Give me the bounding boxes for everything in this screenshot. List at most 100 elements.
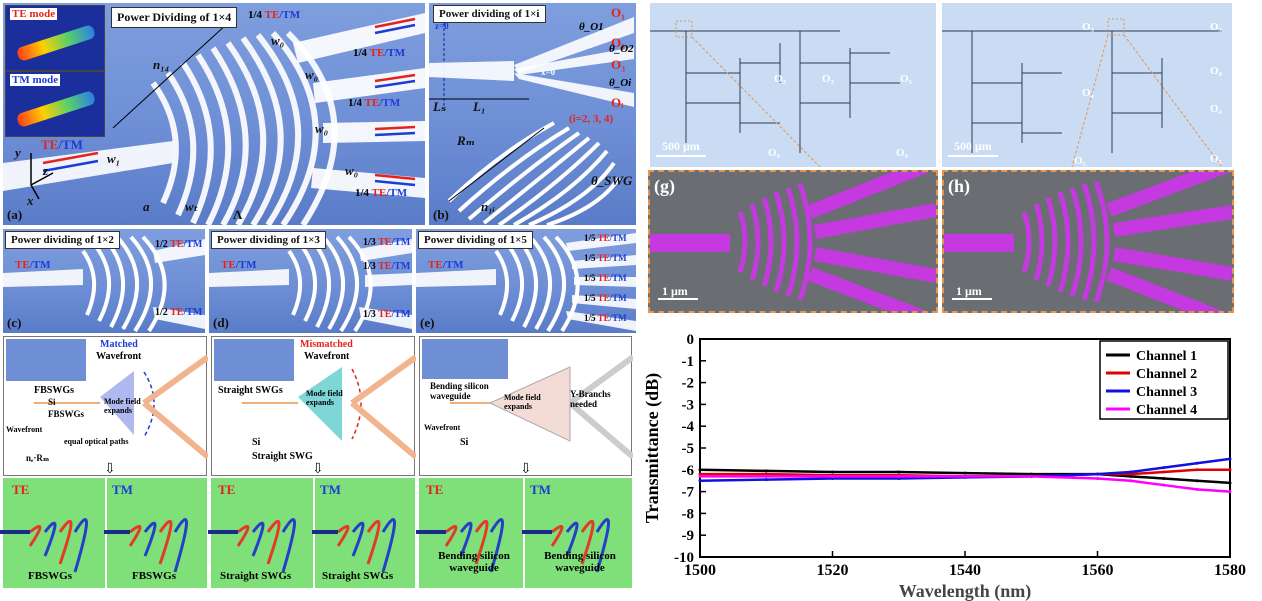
wo-label-1: w₀ (271, 33, 285, 48)
down-arrow-3: ⇩ (520, 462, 532, 477)
panel-b: Power dividing of 1×i z=0 x=0 Lₛ L₁ Rₘ n… (429, 3, 636, 225)
y-tick-label: -3 (682, 397, 695, 413)
micro-left-o3-a: O₃ (774, 73, 786, 85)
input-tm: TM (61, 137, 83, 152)
series-3-point (1162, 466, 1166, 470)
y-tick-label: -5 (682, 441, 695, 457)
output-label-2: 1/4 TE/TM (353, 47, 406, 59)
y-tick-label: -10 (674, 550, 694, 566)
output-oi: Oᵢ (611, 95, 624, 110)
series-4-point (698, 474, 702, 478)
series-4-point (831, 474, 834, 478)
splitter-1x4-illustration (3, 13, 425, 225)
field-tm-label-1: TM (112, 482, 133, 497)
series-1-point (1228, 481, 1232, 485)
series-2-point (1228, 468, 1232, 472)
panel-d-out-2: 1/3 TE/TM (363, 261, 411, 272)
scale-bar-right (948, 155, 998, 157)
series-4-point (1195, 487, 1199, 491)
l1-label: L₁ (473, 99, 486, 114)
micro-right-o5-a: O₅ (1074, 155, 1086, 167)
matched-label: Matched (100, 339, 138, 350)
input-te: TE (41, 137, 59, 152)
mode-field-expands-1: Mode field expands (104, 397, 141, 415)
x-axis-label: x (27, 193, 34, 208)
wavefront-header-1: Wavefront (96, 351, 142, 362)
legend-fbswg: FBSWGs (48, 409, 85, 419)
series-3-point (1096, 472, 1099, 476)
panel-e-out-4: 1/5 TE/TM (584, 293, 627, 303)
input-te-tm: TE/TM (41, 137, 83, 152)
wavefront-left-3: Wavefront (424, 423, 461, 432)
series-4-point (1162, 483, 1166, 487)
field-te-label-1: TE (12, 482, 30, 497)
series-1-point (897, 470, 901, 474)
micro-right-o4-a: O₄ (1082, 87, 1094, 99)
series-3-point (831, 477, 834, 481)
series-1-point (764, 469, 768, 473)
mode-field-expands-2: Mode field expands (306, 389, 343, 407)
panel-e-out-1: 1/5 TE/TM (584, 233, 627, 243)
series-3-point (1195, 461, 1199, 465)
legend-label: Channel 2 (1136, 367, 1197, 382)
schematic-fbswg: FBSWGs Matched Wavefront Mode field expa… (3, 336, 208, 477)
down-arrow-2: ⇩ (312, 462, 324, 477)
series-1-point (1162, 477, 1166, 481)
micrograph-left: O₃ O₃ O₃ O₄ O₄ 500 μm (650, 3, 936, 167)
field-caption-2: FBSWGs (132, 570, 177, 582)
panel-e: Power dividing of 1×5 TE/TM 1/5 TE/TM 1/… (416, 229, 636, 333)
wo-label-4: w₀ (345, 163, 359, 178)
inset-fbswg-label: FBSWGs (34, 385, 75, 396)
legend-label: Channel 3 (1136, 385, 1197, 400)
series-4-point (764, 474, 768, 478)
scale-bar-left (656, 155, 706, 157)
inset-bending-wg (422, 339, 508, 379)
legend-si-2: Si (252, 437, 261, 448)
series-4-point (963, 474, 967, 478)
scale-label-left: 500 μm (662, 139, 700, 153)
series-2-point (1162, 470, 1166, 474)
y-tick-label: 0 (687, 332, 695, 348)
y-tick-label: -7 (682, 485, 695, 501)
panel-e-out-3: 1/5 TE/TM (584, 273, 627, 283)
theta-o1: θ_O1 (579, 21, 604, 33)
panel-e-input: TE/TM (428, 259, 464, 271)
output-o2: O₂ (611, 35, 626, 50)
schematic-straight-swg: Straight SWGs Mismatched Wavefront Mode … (211, 336, 416, 477)
field-caption-6: Bending silicon waveguide (544, 550, 616, 574)
panel-e-title: Power dividing of 1×5 (418, 231, 533, 249)
field-wave-patterns (0, 518, 610, 573)
sem-image-g: (g) 1 μm (648, 170, 938, 313)
panel-a-tag: (a) (7, 207, 23, 222)
field-tm-label-2: TM (320, 482, 341, 497)
n14-label: n₁₄ (153, 57, 170, 72)
sem-h-scale-label: 1 μm (956, 284, 982, 298)
legend-label: Channel 4 (1136, 403, 1197, 418)
series-1-point (1029, 472, 1033, 476)
panel-c-title: Power dividing of 1×2 (5, 231, 120, 249)
wavefront-left-1: Wavefront (6, 425, 43, 434)
series-1-point (698, 468, 702, 472)
micrograph-right: O₃ O₃ O₄ O₄ O₄ O₅ O₅ 500 μm (942, 3, 1232, 167)
z0-label: z=0 (435, 21, 449, 31)
series-1-point (831, 470, 834, 474)
panel-c-out-1: 1/2 TE/TM (155, 239, 203, 250)
y-branch-needed: Y-Branchs needed (570, 389, 611, 409)
series-2-point (698, 472, 702, 476)
inset-straight-label: Straight SWGs (218, 385, 283, 396)
panel-d-tag: (d) (213, 315, 229, 330)
panel-b-tag: (b) (433, 207, 449, 222)
ls-label: Lₛ (433, 99, 447, 114)
theta-oi: θ_Oi (609, 77, 632, 89)
series-1-point (963, 471, 967, 475)
micro-left-o3-b: O₃ (822, 73, 834, 85)
x0-label: x=0 (541, 67, 556, 77)
series-3-point (1228, 457, 1232, 461)
w1-label: w₁ (107, 151, 121, 166)
sem-g-tag: (g) (654, 176, 675, 196)
series-3-point (764, 478, 768, 482)
field-tm-label-3: TM (530, 482, 551, 497)
micro-left-o4-b: O₄ (896, 147, 908, 159)
sem-g-scale-bar (658, 298, 698, 300)
